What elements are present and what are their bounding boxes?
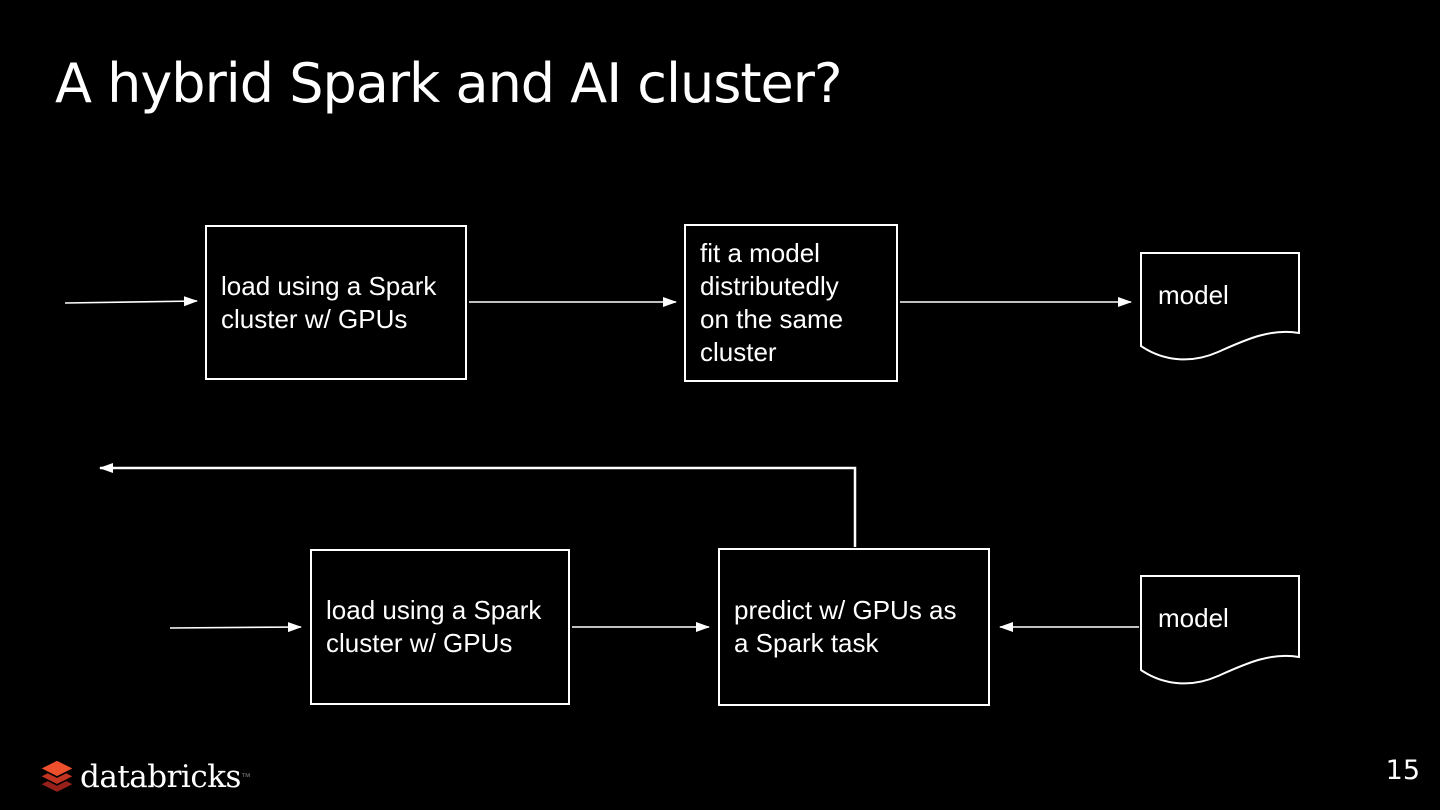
page-number: 15 bbox=[1385, 755, 1420, 786]
arrow-input-row1 bbox=[64, 296, 198, 307]
databricks-logo: databricks ™ bbox=[36, 756, 251, 798]
model-text-row2: model bbox=[1158, 602, 1229, 633]
document-label-model-row2: model bbox=[1141, 576, 1299, 660]
process-box-load-row1: load using a Spark cluster w/ GPUs bbox=[205, 225, 467, 380]
document-shape-model-row1 bbox=[1140, 252, 1300, 361]
process-box-fit-model: fit a model distributedly on the same cl… bbox=[684, 224, 898, 382]
arrow-feedback-loop bbox=[99, 463, 857, 547]
process-box-load-row2: load using a Spark cluster w/ GPUs bbox=[310, 549, 570, 705]
process-box-load-row1-label: load using a Spark cluster w/ GPUs bbox=[221, 270, 437, 334]
slide-title: A hybrid Spark and AI cluster? bbox=[55, 52, 843, 115]
process-box-predict: predict w/ GPUs as a Spark task bbox=[718, 548, 990, 706]
arrow-input-row2 bbox=[169, 622, 302, 633]
process-box-load-row2-label: load using a Spark cluster w/ GPUs bbox=[326, 595, 542, 658]
process-box-fit-model-label: fit a model distributedly on the same cl… bbox=[700, 238, 844, 367]
model-text-row1: model bbox=[1158, 279, 1229, 310]
databricks-bricks-icon bbox=[38, 759, 76, 794]
databricks-wordmark: databricks bbox=[80, 759, 241, 795]
document-label-model-row1: model bbox=[1141, 253, 1299, 337]
document-shape-model-row2 bbox=[1140, 575, 1300, 685]
process-box-predict-label: predict w/ GPUs as a Spark task bbox=[734, 595, 957, 658]
trademark-symbol: ™ bbox=[240, 771, 251, 783]
